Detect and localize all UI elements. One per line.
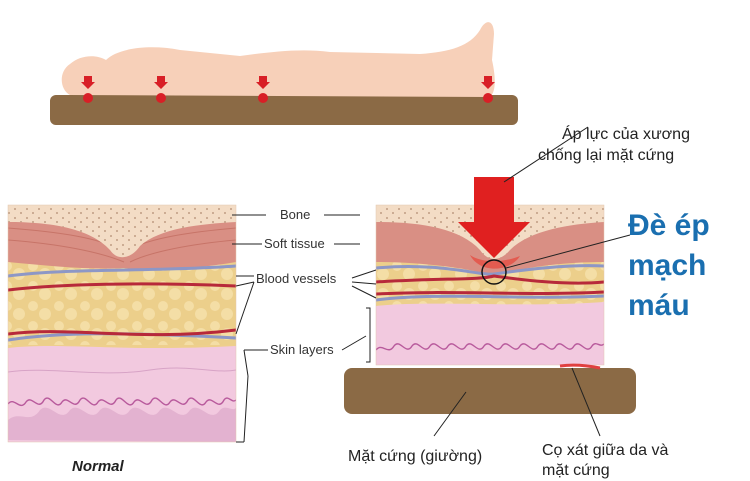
leader-lines <box>232 126 631 443</box>
label-bone-pressure-line2: chống lại mặt cứng <box>538 147 675 164</box>
label-compression-line1: Đè ép <box>628 209 710 242</box>
label-compression-line3: máu <box>628 289 690 322</box>
label-hard-surface: Mặt cứng (giường) <box>348 448 483 465</box>
bed <box>50 95 518 125</box>
blood-vessels-compressed <box>376 264 604 302</box>
pressure-points <box>81 76 495 103</box>
lying-body-scene <box>50 22 518 125</box>
label-bone-pressure-line1: Áp lực của xương <box>562 126 690 143</box>
blood-vessels <box>8 264 236 342</box>
normal-tissue-section <box>8 205 236 442</box>
compression-circle <box>481 259 507 285</box>
label-friction-line1: Cọ xát giữa da và <box>542 442 669 459</box>
label-normal: Normal <box>72 458 124 475</box>
label-friction-line2: mặt cứng <box>542 462 610 479</box>
label-compression-line2: mạch <box>628 249 707 282</box>
label-blood-vessels: Blood vessels <box>256 271 337 286</box>
label-bone: Bone <box>280 207 311 222</box>
hard-surface <box>344 368 636 414</box>
skin-layer-compressed <box>376 302 604 365</box>
label-soft-tissue: Soft tissue <box>264 236 325 251</box>
label-skin-layers: Skin layers <box>270 342 334 357</box>
body-silhouette <box>61 22 495 97</box>
pressure-arrow <box>458 177 530 258</box>
